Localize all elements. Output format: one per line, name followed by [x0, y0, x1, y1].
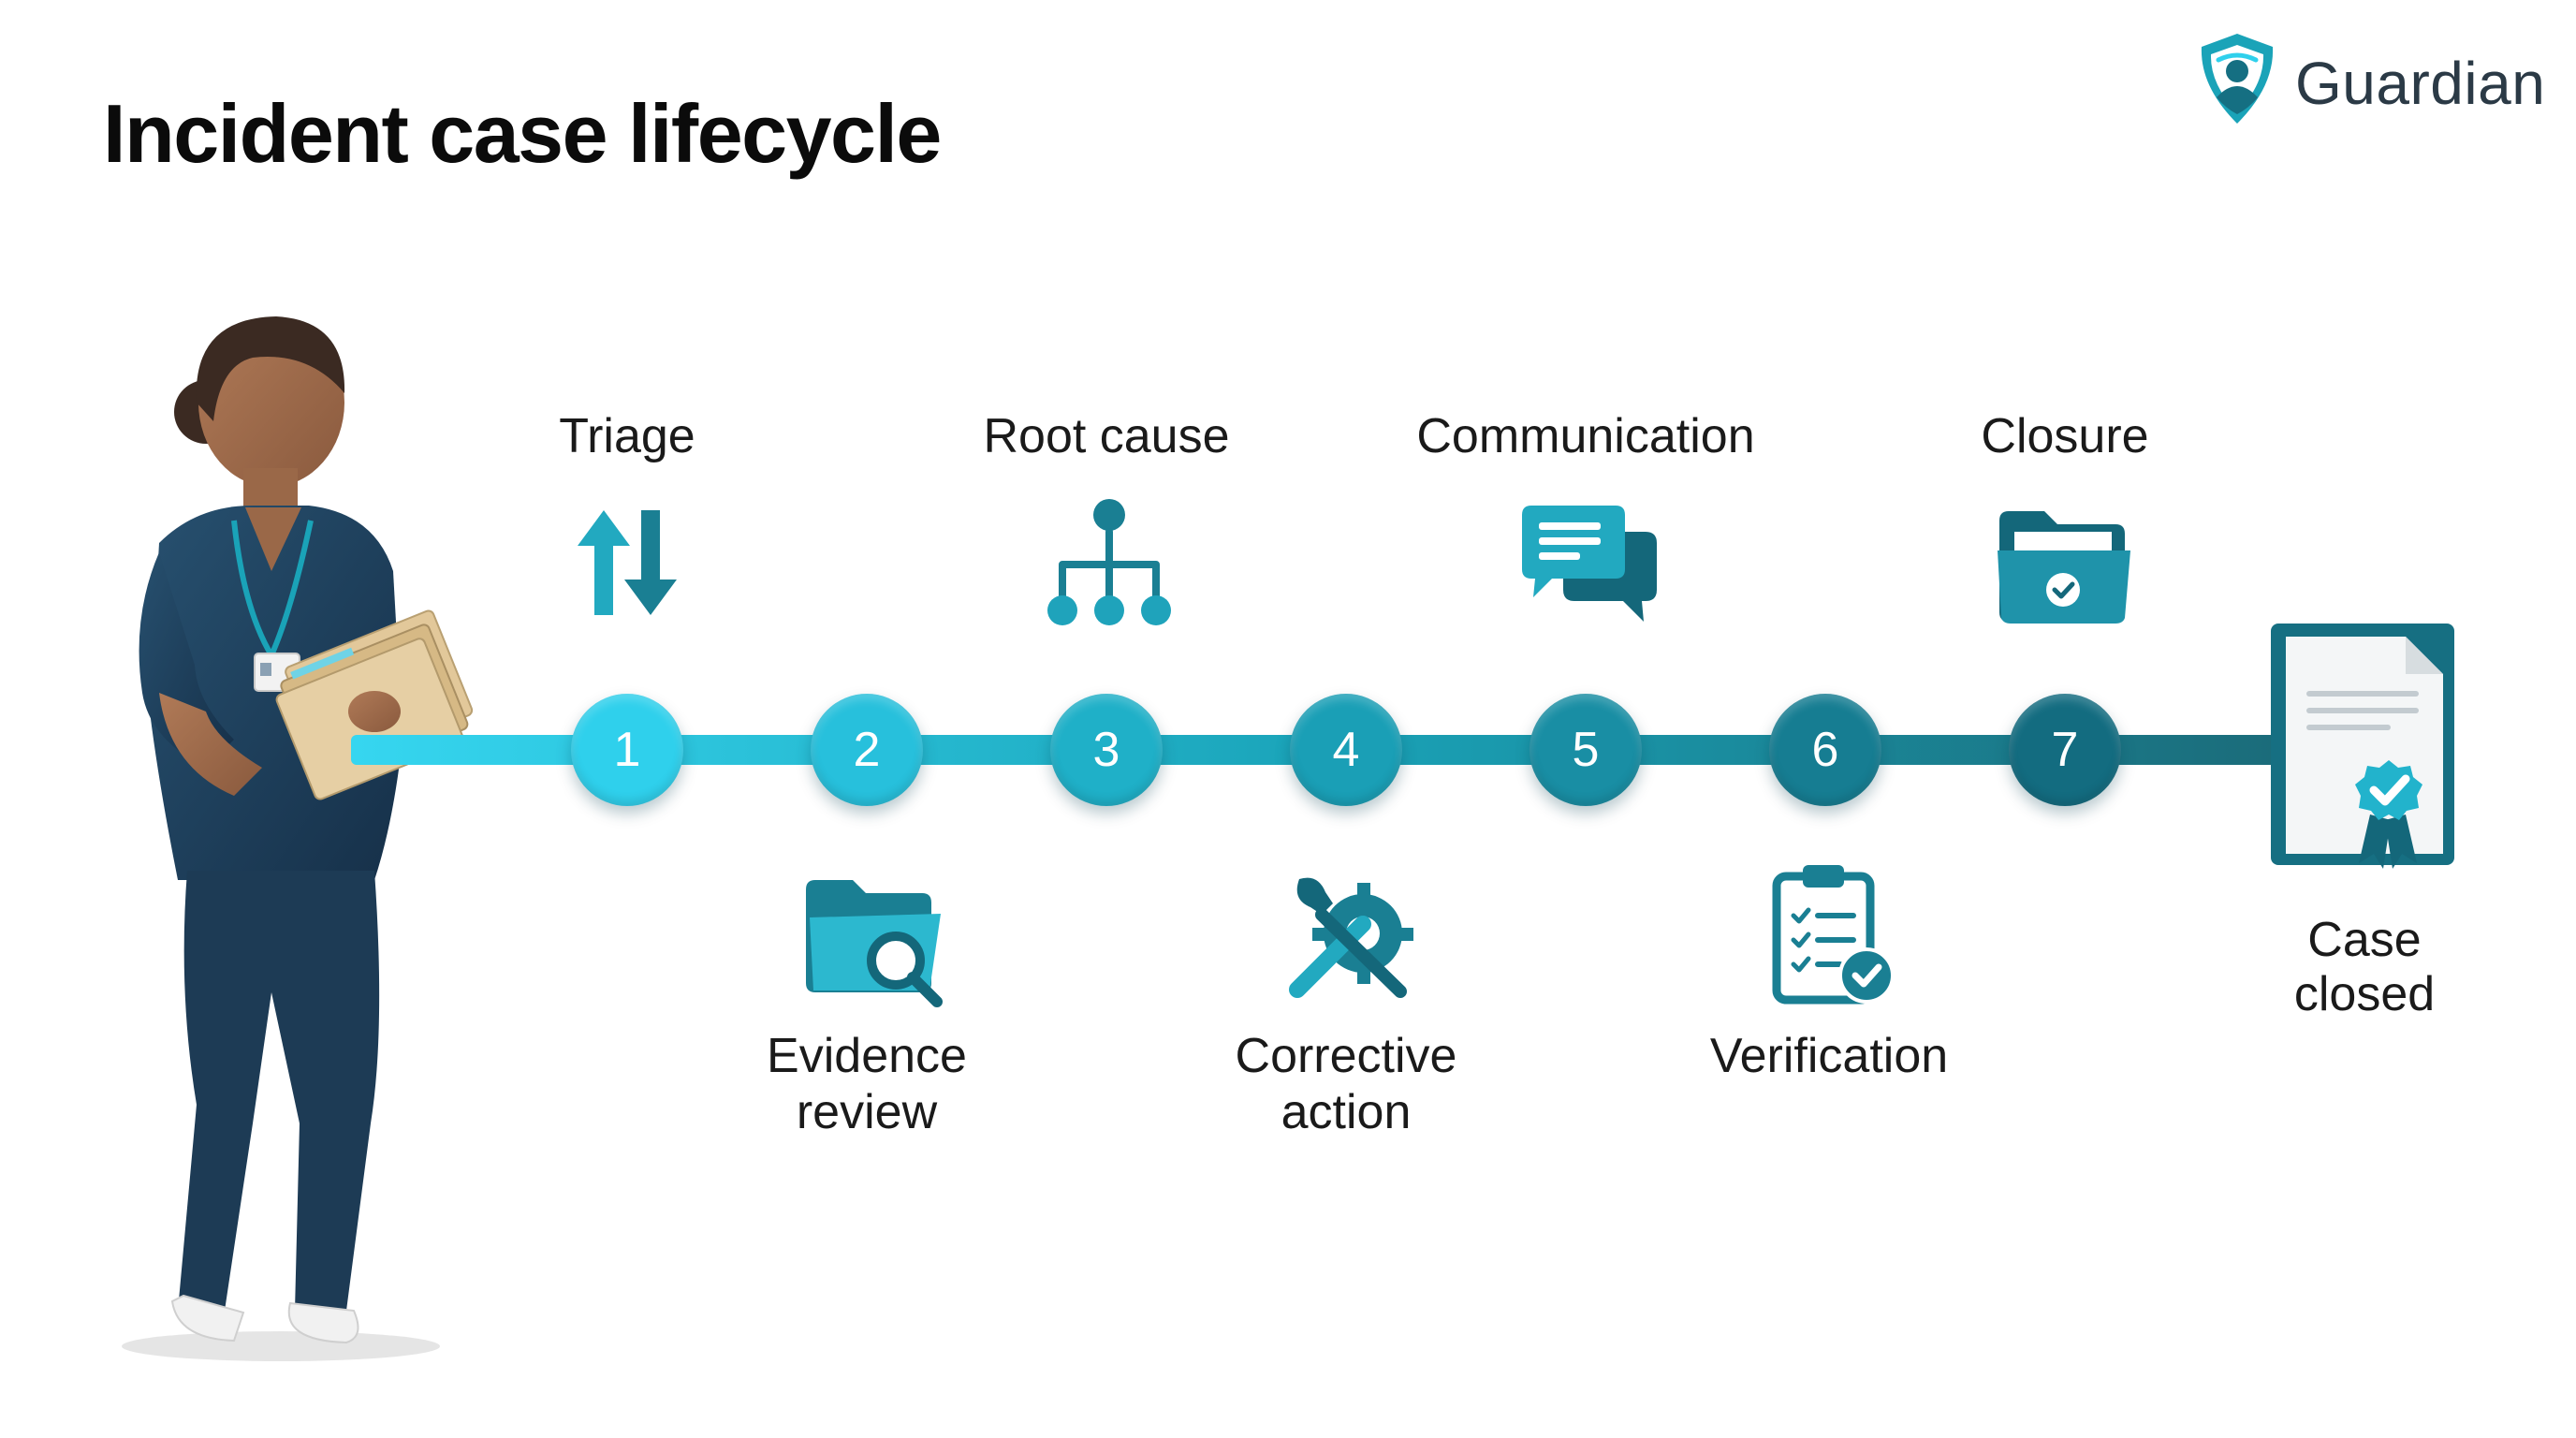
hierarchy-tree-icon	[1047, 499, 1171, 625]
step-label-verification: Verification	[1709, 1029, 1949, 1083]
brand-logo: Guardian	[2190, 28, 2555, 131]
folder-check-icon	[1998, 511, 2130, 624]
step-label-closure: Closure	[1981, 409, 2149, 463]
step-2-circle: 2	[811, 694, 923, 806]
step-label-communication: Communication	[1416, 409, 1755, 463]
chat-bubbles-icon	[1522, 506, 1657, 622]
step-label-root-cause: Root cause	[983, 409, 1230, 463]
step-7-circle: 7	[2009, 694, 2121, 806]
page-title: Incident case lifecycle	[103, 87, 942, 180]
step-5-circle: 5	[1530, 694, 1642, 806]
step-label-triage: Triage	[559, 409, 695, 463]
step-6-circle: 6	[1769, 694, 1881, 806]
nurse-illustration	[122, 316, 474, 1361]
brand-name: Guardian	[2295, 50, 2546, 117]
tools-gear-icon	[1289, 877, 1413, 998]
up-down-arrows-icon	[578, 510, 677, 615]
certificate-document-icon	[2271, 624, 2454, 869]
step-4-circle: 4	[1290, 694, 1402, 806]
shield-person-icon	[2201, 34, 2274, 124]
clipboard-check-icon	[1772, 865, 1895, 1005]
step-1-circle: 1	[571, 694, 683, 806]
folder-search-icon	[806, 880, 943, 1007]
step-3-circle: 3	[1050, 694, 1163, 806]
